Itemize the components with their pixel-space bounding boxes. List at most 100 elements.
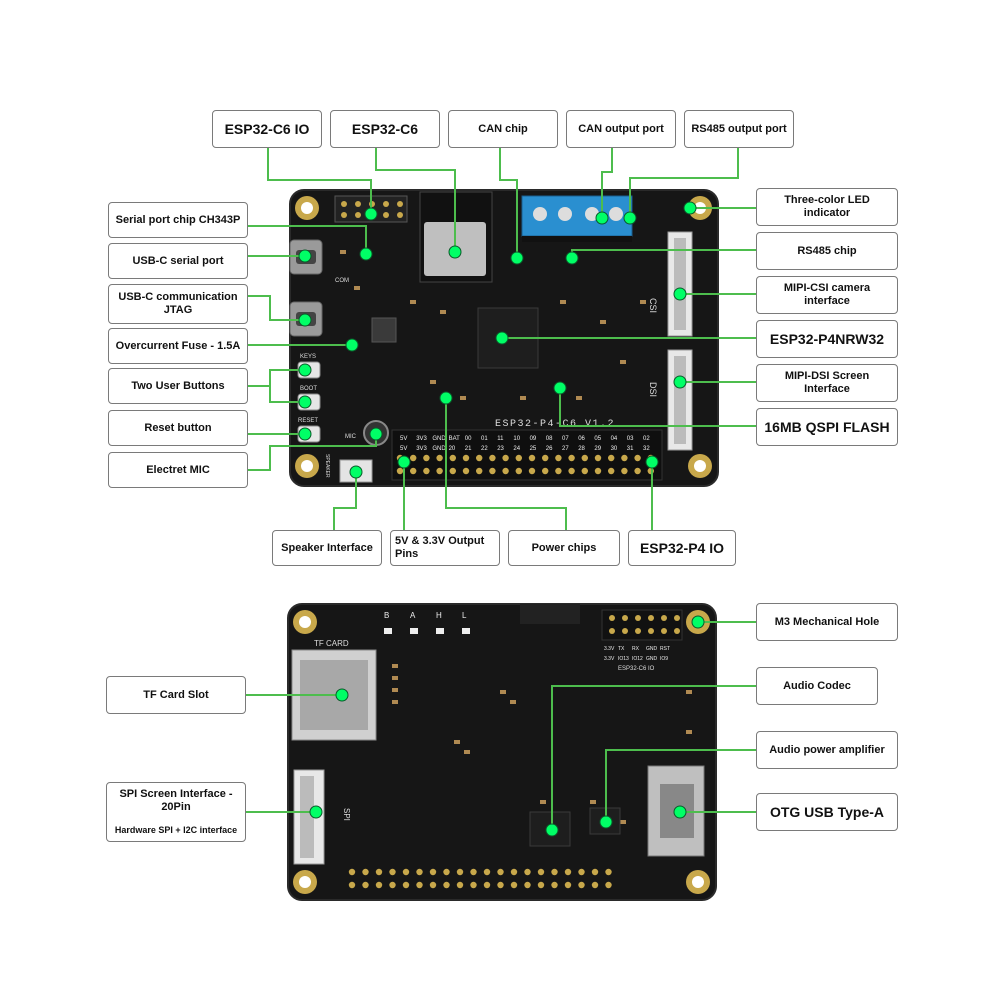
label-serial-chip: Serial port chip CH343P	[108, 202, 248, 238]
header-pin	[396, 467, 404, 475]
header-pin	[621, 467, 628, 475]
pin-label: 24	[513, 446, 520, 452]
header-pin	[515, 467, 522, 475]
board-name-silk: ESP32-P4-C6 V1.2	[495, 419, 615, 430]
c6-header-pin	[674, 615, 680, 621]
pin-label: 32	[643, 446, 650, 452]
c6-header-pin	[661, 615, 667, 621]
bottom-pin	[537, 881, 545, 889]
led-label: L	[462, 611, 467, 620]
pin-label: 01	[481, 436, 488, 442]
bottom-pin	[564, 868, 572, 876]
c6-header-pin	[648, 628, 654, 634]
header-pin	[423, 454, 430, 462]
mic-silk: MIC	[345, 434, 357, 440]
label-fuse: Overcurrent Fuse - 1.5A	[108, 328, 248, 364]
header-pin	[568, 467, 575, 475]
pin-label: 10	[513, 436, 520, 442]
pin-label: 02	[643, 436, 650, 442]
pin-label: 25	[530, 446, 537, 452]
label-output-pins: 5V & 3.3V Output Pins	[390, 530, 500, 566]
led-label: A	[410, 611, 416, 620]
pin-label: 08	[546, 436, 553, 442]
pin-label: GND	[432, 436, 446, 442]
header-label: 3.3V	[604, 656, 615, 662]
bottom-pin	[429, 868, 437, 876]
bottom-pin	[591, 881, 599, 889]
bottom-pin	[483, 881, 491, 889]
bottom-pin	[578, 881, 585, 889]
header-pin	[423, 467, 430, 475]
c6-header-pin	[674, 628, 680, 634]
header-pin	[608, 467, 615, 475]
header-pin	[489, 454, 496, 462]
pin-label: 5V	[400, 436, 407, 442]
c6-header-pin	[648, 615, 654, 621]
bottom-pin	[497, 881, 504, 889]
bottom-pin	[456, 868, 464, 876]
label-rs485-chip: RS485 chip	[756, 232, 898, 270]
bottom-pin	[389, 881, 396, 889]
pin-label: 04	[611, 436, 618, 442]
header-pin	[528, 454, 536, 462]
header-pin	[542, 454, 549, 462]
bottom-pin	[591, 868, 599, 876]
header-pin	[476, 467, 483, 475]
bottom-pin	[416, 868, 423, 876]
tf-card-silk: TF CARD	[314, 639, 349, 648]
header-pin	[515, 454, 522, 462]
bottom-pin	[456, 881, 464, 889]
header-label: IO12	[632, 656, 643, 662]
label-mipi-csi: MIPI-CSI camera interface	[756, 276, 898, 314]
spi-silk: SPI	[342, 808, 351, 821]
pin-label: 07	[562, 436, 569, 442]
header-pin	[462, 454, 470, 462]
pin-label: 00	[465, 436, 472, 442]
bottom-pin	[510, 868, 518, 876]
label-esp32-c6: ESP32-C6	[330, 110, 440, 148]
header-pin	[555, 454, 562, 462]
callout-lines-top	[248, 148, 756, 530]
bottom-pin	[524, 868, 531, 876]
label-can-output-port: CAN output port	[566, 110, 676, 148]
pin-label: 06	[578, 436, 585, 442]
header-pin	[449, 467, 456, 475]
label-spi-screen: SPI Screen Interface - 20Pin Hardware SP…	[106, 782, 246, 842]
header-pin	[647, 467, 654, 475]
label-mipi-dsi: MIPI-DSI Screen Interface	[756, 364, 898, 402]
label-electret-mic: Electret MIC	[108, 452, 248, 488]
reset-silk: RESET	[298, 418, 318, 424]
header-pin	[581, 454, 588, 462]
pin-label: 09	[530, 436, 537, 442]
spi-line-2: Hardware SPI + I2C interface	[114, 824, 238, 835]
label-user-buttons: Two User Buttons	[108, 368, 248, 404]
header-label: RST	[660, 646, 670, 652]
header-pin	[462, 467, 470, 475]
bottom-pin	[537, 868, 545, 876]
pin-label: 26	[546, 446, 553, 452]
bottom-pin	[402, 868, 410, 876]
led-label: B	[384, 611, 389, 620]
bottom-pin	[564, 881, 572, 889]
bottom-pin	[551, 868, 558, 876]
bottom-pin	[551, 881, 558, 889]
bottom-pin	[389, 868, 396, 876]
label-audio-codec: Audio Codec	[756, 667, 878, 705]
header-pin	[449, 454, 456, 462]
pin-label: 21	[465, 446, 472, 452]
header-pin	[528, 467, 536, 475]
callout-dots-top	[298, 201, 697, 479]
header-pin	[594, 467, 602, 475]
keys-silk: KEYS	[300, 354, 316, 360]
speaker-silk: SPEAKER	[324, 454, 330, 478]
pin-label: 03	[627, 436, 634, 442]
header-label: IO13	[618, 656, 629, 662]
header-pin	[489, 467, 496, 475]
bottom-c6-header	[601, 609, 683, 641]
pin-label: 27	[562, 446, 569, 452]
label-speaker-interface: Speaker Interface	[272, 530, 382, 566]
c6-header-pin	[661, 628, 667, 634]
callout-dots-bottom	[309, 615, 705, 837]
